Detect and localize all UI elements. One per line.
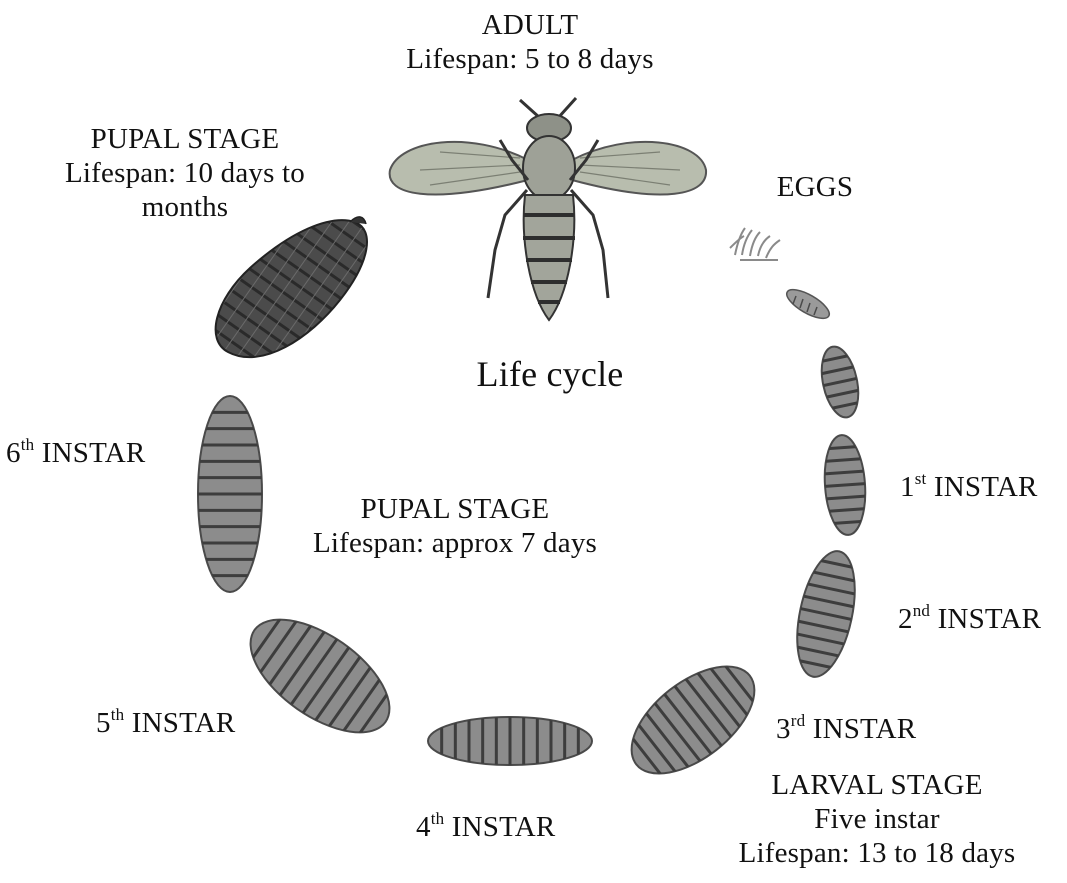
larva-small xyxy=(816,343,864,420)
adult-name: ADULT xyxy=(380,8,680,42)
sixth-instar-num: 6 xyxy=(6,437,21,469)
third-instar-word: INSTAR xyxy=(813,713,917,745)
first-instar-label: 1st INSTAR xyxy=(900,470,1065,504)
fly-icon xyxy=(390,98,706,320)
larvae-group xyxy=(198,343,868,794)
life-cycle-title: Life cycle xyxy=(430,354,670,394)
egg-cluster-icon xyxy=(730,228,780,260)
adult-label: ADULT Lifespan: 5 to 8 days xyxy=(380,8,680,76)
adult-lifespan: Lifespan: 5 to 8 days xyxy=(380,42,680,76)
larva-first-instar xyxy=(822,434,869,537)
first-instar-suffix: st xyxy=(915,469,927,488)
pupal-stage-top-label: PUPAL STAGE Lifespan: 10 days to months xyxy=(30,122,340,224)
second-instar-num: 2 xyxy=(898,603,913,635)
larval-stage-label: LARVAL STAGE Five instar Lifespan: 13 to… xyxy=(712,768,1042,870)
sixth-instar-suffix: th xyxy=(21,435,35,454)
third-instar-num: 3 xyxy=(776,713,791,745)
sixth-instar-label: 6th INSTAR xyxy=(6,436,176,470)
pupal-top-lifespan-2: months xyxy=(30,190,340,224)
larva-sixth-instar xyxy=(198,396,262,592)
fourth-instar-word: INSTAR xyxy=(452,811,556,843)
pupal-center-name: PUPAL STAGE xyxy=(290,492,620,526)
fifth-instar-word: INSTAR xyxy=(132,707,236,739)
second-instar-label: 2nd INSTAR xyxy=(898,602,1067,636)
fifth-instar-suffix: th xyxy=(111,705,125,724)
larva-fourth-instar xyxy=(428,717,592,765)
fourth-instar-label: 4th INSTAR xyxy=(416,810,586,844)
first-instar-word: INSTAR xyxy=(934,471,1038,503)
fifth-instar-num: 5 xyxy=(96,707,111,739)
fourth-instar-suffix: th xyxy=(431,809,445,828)
pupa-icon xyxy=(216,217,367,357)
pupal-top-name: PUPAL STAGE xyxy=(30,122,340,156)
second-instar-suffix: nd xyxy=(913,601,930,620)
first-instar-num: 1 xyxy=(900,471,915,503)
larval-instar-count: Five instar xyxy=(712,802,1042,836)
second-instar-word: INSTAR xyxy=(938,603,1042,635)
eggs-label: EGGS xyxy=(760,170,870,204)
larval-name: LARVAL STAGE xyxy=(712,768,1042,802)
fourth-instar-num: 4 xyxy=(416,811,431,843)
fifth-instar-label: 5th INSTAR xyxy=(96,706,266,740)
larva-second-instar xyxy=(787,546,864,682)
third-instar-suffix: rd xyxy=(791,711,806,730)
larval-lifespan: Lifespan: 13 to 18 days xyxy=(712,836,1042,870)
larva-icon xyxy=(783,284,834,324)
third-instar-label: 3rd INSTAR xyxy=(776,712,946,746)
pupal-center-lifespan: Lifespan: approx 7 days xyxy=(290,526,620,560)
pupal-top-lifespan-1: Lifespan: 10 days to xyxy=(30,156,340,190)
sixth-instar-word: INSTAR xyxy=(42,437,146,469)
pupal-stage-center-label: PUPAL STAGE Lifespan: approx 7 days xyxy=(290,492,620,560)
